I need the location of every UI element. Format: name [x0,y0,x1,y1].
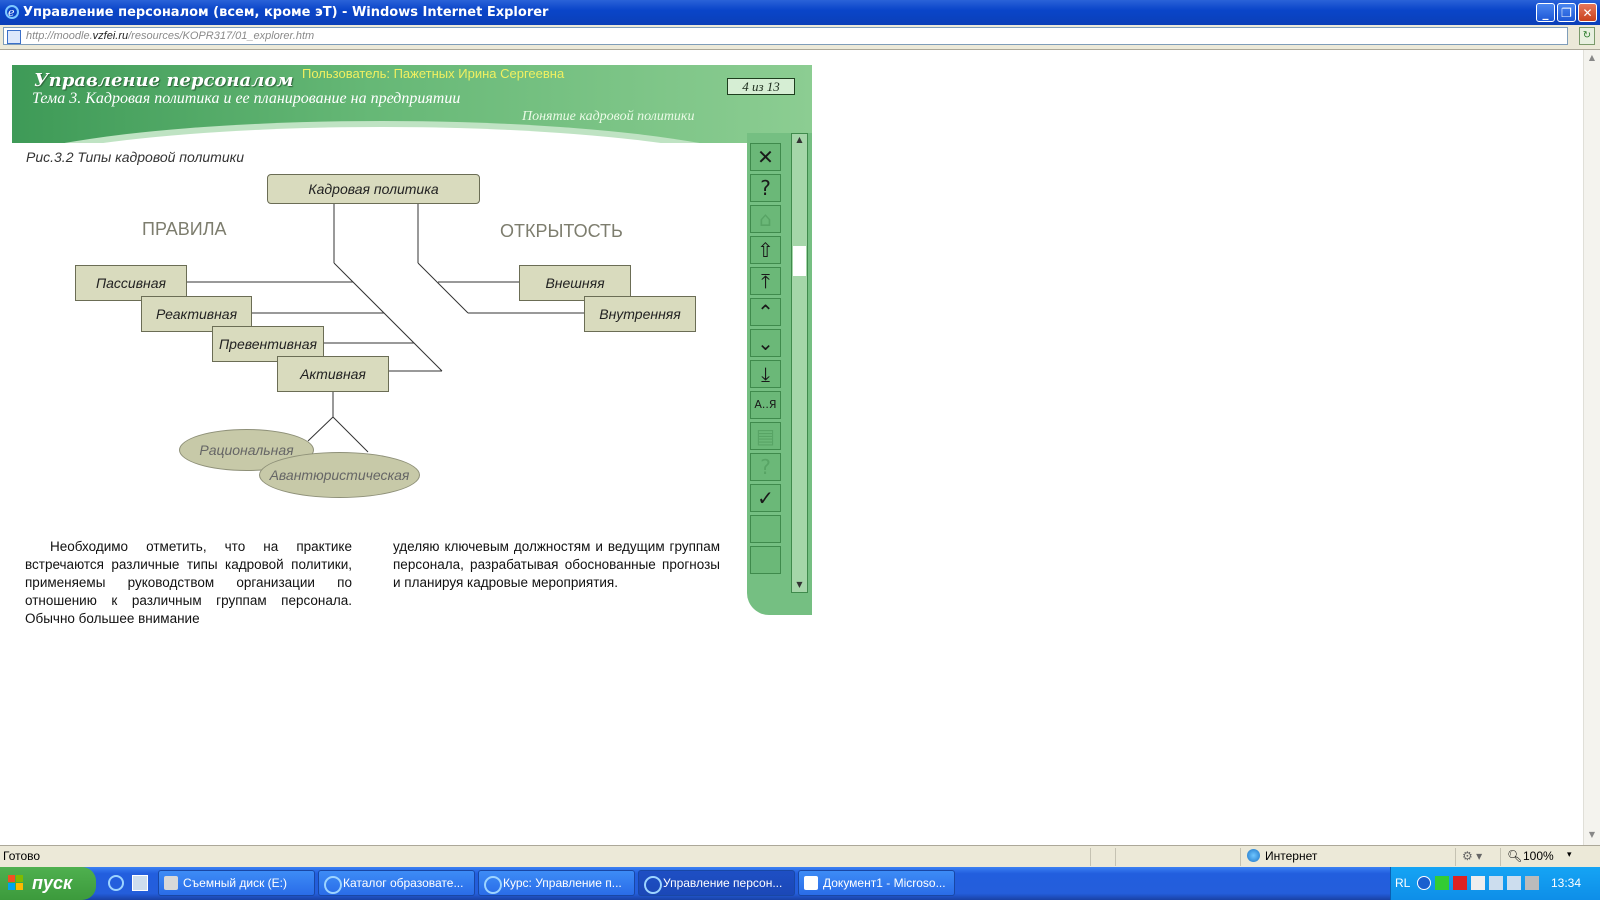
taskbar: пуск Съемный диск (E:) Каталог образоват… [0,867,1600,900]
address-bar: http://moodle.vzfei.ru/resources/KOPR317… [0,25,1600,50]
body-text-column-2: уделяю ключевым должностям и ведущим гру… [393,539,720,590]
scroll-up-icon[interactable]: ▲ [796,135,803,144]
course-frame: Управление персоналом Пользователь: Паже… [12,65,812,626]
status-cell [1115,848,1140,866]
protected-mode-icon[interactable]: ⚙ ▾ [1455,848,1500,866]
address-input[interactable]: http://moodle.vzfei.ru/resources/KOPR317… [3,27,1568,45]
node-preventive: Превентивная [212,326,324,362]
page-counter: 4 из 13 [727,78,795,95]
quicklaunch-ie-icon[interactable] [108,875,124,891]
quicklaunch-desktop-icon[interactable] [132,875,148,891]
minimize-button[interactable]: _ [1536,3,1555,22]
display-icon[interactable] [1507,876,1521,890]
node-internal: Внутренняя [584,296,696,332]
status-cell [1090,848,1115,866]
antivirus-icon[interactable] [1453,876,1467,890]
scroll-thumb[interactable] [793,246,806,276]
zone-text: Интернет [1265,849,1318,863]
toolbar-check-button[interactable]: ✓ [750,484,781,512]
status-bar: Готово Интернет ⚙ ▾ 🔍︎ 100% ▾ [0,845,1600,867]
globe-icon [1247,849,1260,862]
toolbar-next-button[interactable]: ⌄ [750,329,781,357]
course-header: Управление персоналом Пользователь: Паже… [12,65,812,143]
tray-app-icon[interactable] [1435,876,1449,890]
topic-title: Тема 3. Кадровая политика и ее планирова… [32,90,461,107]
page-scroll-up-icon[interactable]: ▲ [1588,53,1596,62]
toolbar-close-button[interactable]: ✕ [750,143,781,171]
category-openness: ОТКРЫТОСТЬ [500,221,623,241]
body-text-column-1: Необходимо отметить, что на практике вст… [25,539,352,626]
node-adventurous: Авантюристическая [259,452,420,498]
course-title: Управление персоналом [34,70,294,91]
toolbar-notes-button[interactable]: ▤ [750,422,781,450]
svg-text:e: e [8,6,15,19]
diagram-connectors [187,204,584,453]
node-active: Активная [277,356,389,392]
node-external: Внешняя [519,265,631,301]
node-reactive: Реактивная [141,296,252,332]
system-tray: RL 13:34 [1390,867,1600,900]
page-icon [7,30,21,44]
task-removable-disk[interactable]: Съемный диск (E:) [158,870,315,896]
windows-logo-icon [8,875,23,890]
node-root: Кадровая политика [267,174,480,204]
start-label: пуск [32,873,73,893]
figure-caption: Рис.3.2 Типы кадровой политики [26,149,245,165]
toolbar-last-button[interactable]: ⤓ [750,360,781,388]
volume-icon[interactable] [1525,876,1539,890]
scroll-down-icon[interactable]: ▼ [796,580,803,589]
zoom-level: 100% [1523,849,1554,863]
toolbar-first-button[interactable]: ⤒ [750,267,781,295]
monitor-icon[interactable] [1489,876,1503,890]
window-title: Управление персоналом (всем, кроме эТ) -… [23,5,549,20]
refresh-icon[interactable]: ↻ [1579,27,1595,45]
zone-cell: Интернет [1240,848,1455,866]
user-name: Пользователь: Пажетных Ирина Сергеевна [302,66,565,81]
close-window-button[interactable]: ✕ [1578,3,1597,22]
course-scrollbar[interactable]: ▲ ▼ [791,133,808,593]
clock[interactable]: 13:34 [1551,876,1582,890]
toolbar-quiz-button[interactable]: ? [750,453,781,481]
task-personnel-management[interactable]: Управление персон... [638,870,795,896]
back-icon[interactable] [1417,876,1431,890]
address-url: http://moodle.vzfei.ru/resources/KOPR317… [26,30,315,42]
restore-button[interactable]: ❐ [1557,3,1576,22]
toolbar-blank2-button[interactable] [750,546,781,574]
network-icon[interactable] [1471,876,1485,890]
zoom-dropdown-icon[interactable]: ▾ [1567,849,1572,859]
window-titlebar: e Управление персоналом (всем, кроме эТ)… [0,0,1600,25]
toolbar-glossary-button[interactable]: А..Я [750,391,781,419]
task-word-document[interactable]: Документ1 - Microso... [798,870,955,896]
toolbar-prev-button[interactable]: ⌃ [750,298,781,326]
node-passive: Пассивная [75,265,187,301]
zoom-icon: 🔍︎ [1507,849,1523,863]
toolbar-blank1-button[interactable] [750,515,781,543]
toolbar-help-button[interactable]: ? [750,174,781,202]
language-indicator[interactable]: RL [1395,876,1411,890]
section-title: Понятие кадровой политики [522,109,695,124]
task-catalog[interactable]: Каталог образовате... [318,870,475,896]
ie-logo-icon: e [5,5,19,19]
start-button[interactable]: пуск [0,867,96,900]
browser-viewport: Управление персоналом Пользователь: Паже… [0,50,1583,845]
task-course[interactable]: Курс: Управление п... [478,870,635,896]
category-rules: ПРАВИЛА [142,219,227,239]
status-text: Готово [3,849,41,863]
page-scroll-down-icon[interactable]: ▼ [1588,830,1596,839]
toolbar-buttons: ✕? ⌂ ⇧ ⤒ ⌃ ⌄ ⤓ А..Я ▤? ✓ [750,143,784,593]
course-toolbar: ✕? ⌂ ⇧ ⤒ ⌃ ⌄ ⤓ А..Я ▤? ✓ ▲ ▼ [747,133,812,615]
toolbar-home-button[interactable]: ⌂ [750,205,781,233]
toolbar-up-button[interactable]: ⇧ [750,236,781,264]
page-scrollbar[interactable]: ▲ ▼ [1583,50,1600,845]
zoom-control[interactable]: 🔍︎ 100% ▾ [1500,848,1583,866]
